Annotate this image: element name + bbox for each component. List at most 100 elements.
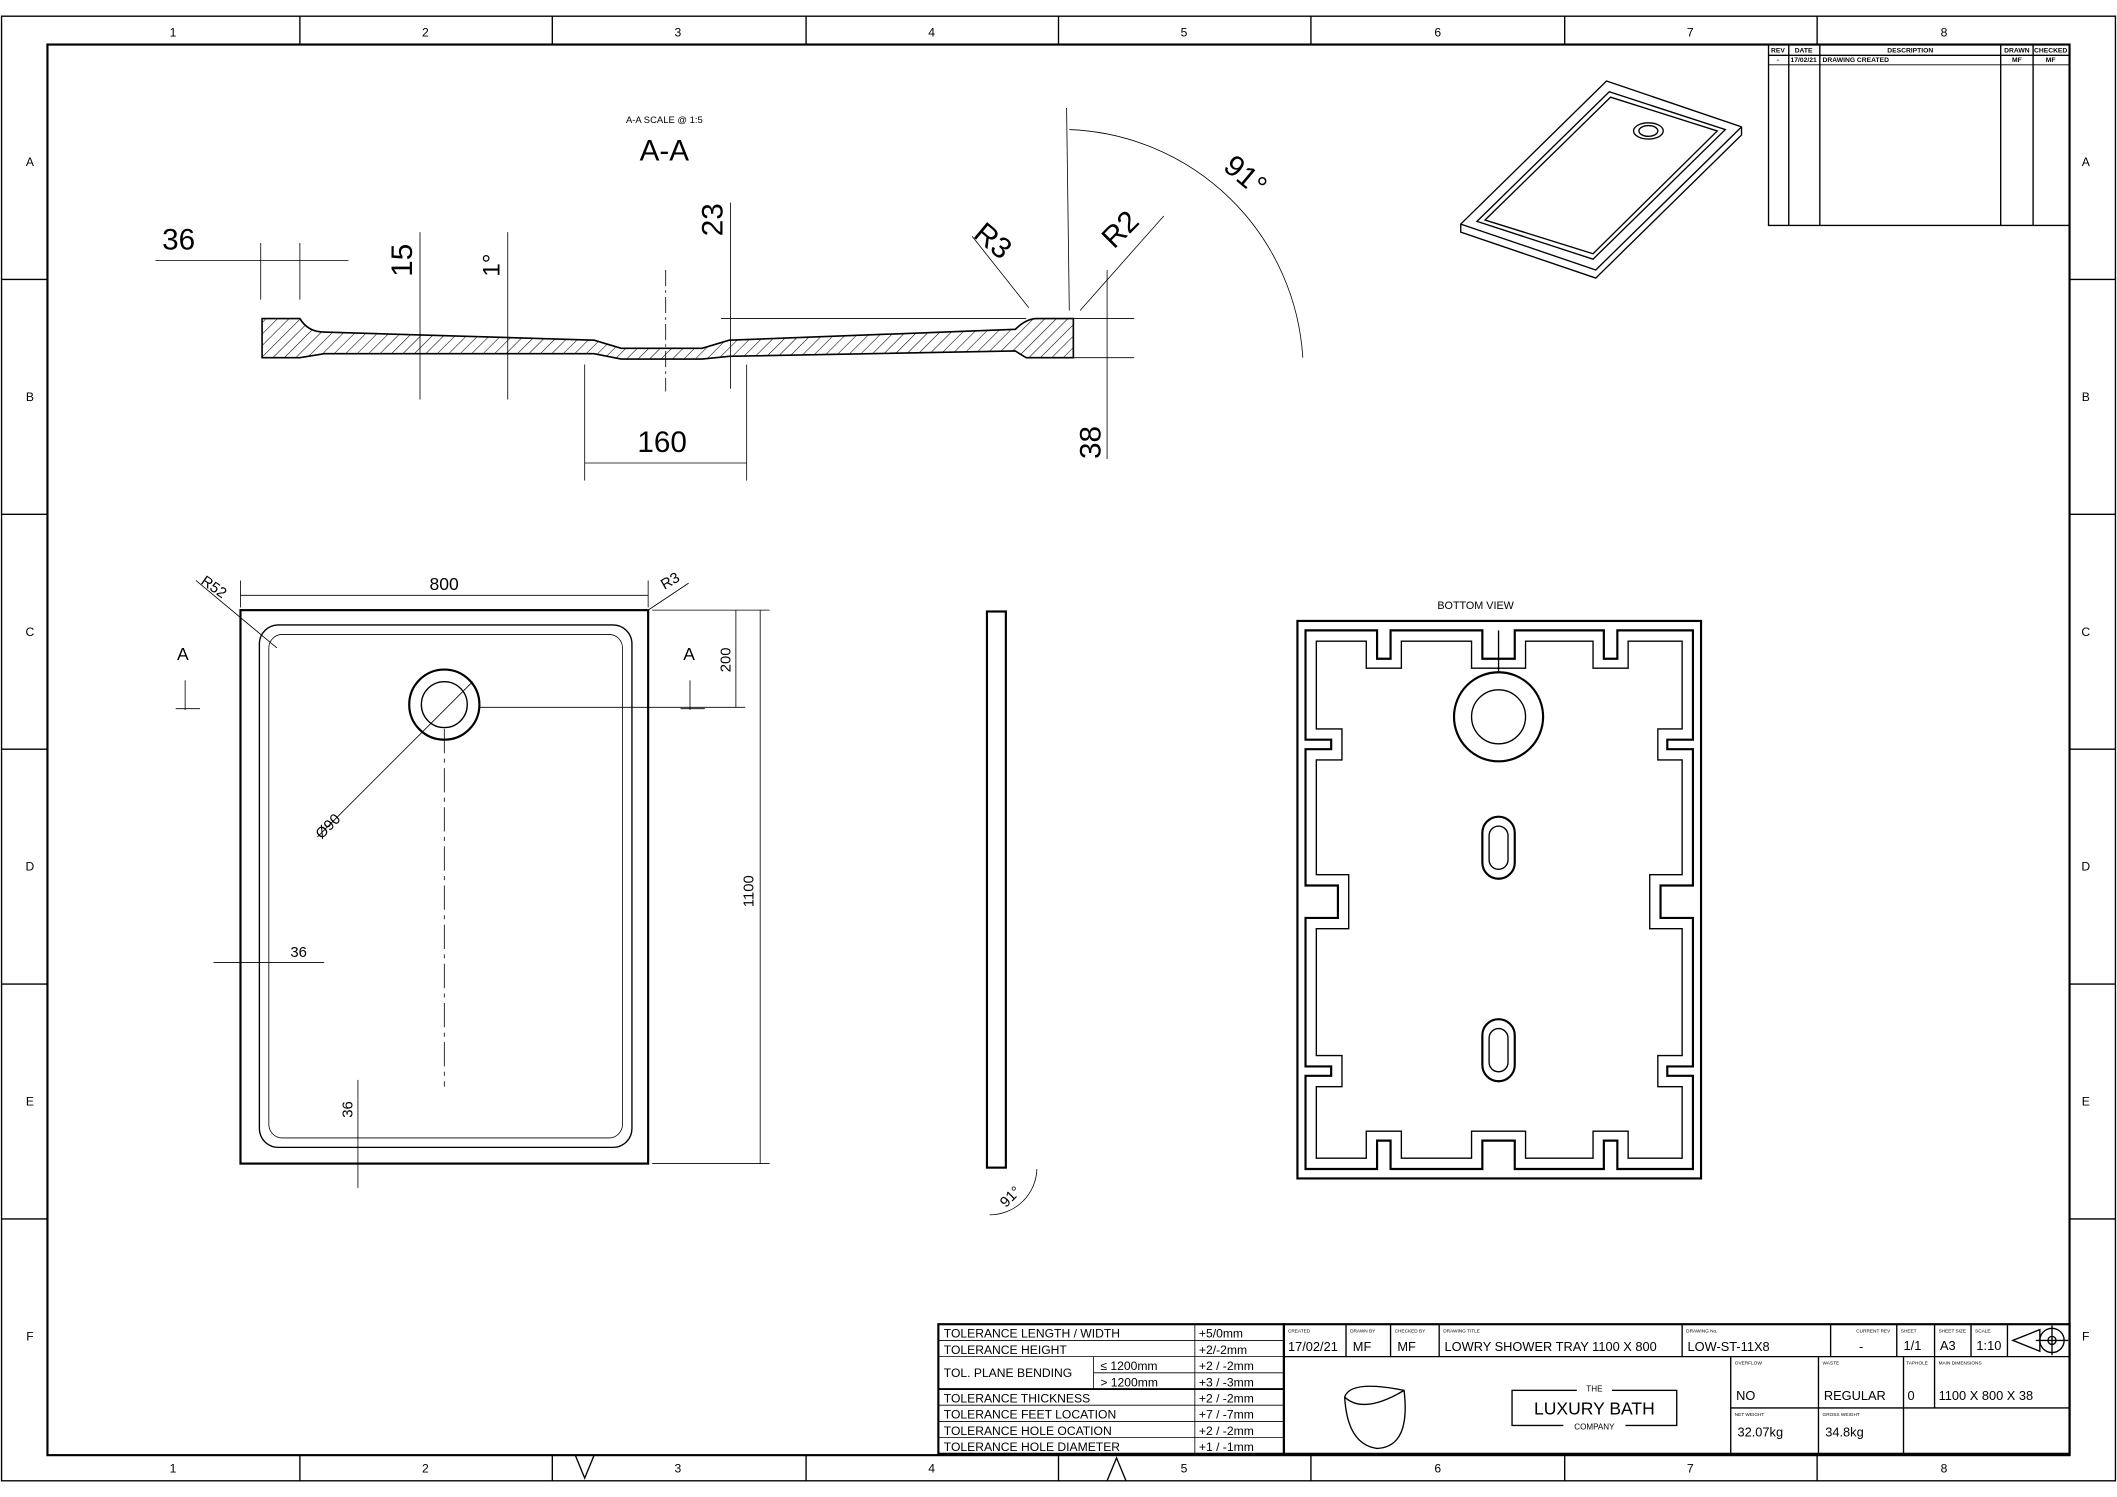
rev-drawn: MF <box>2012 57 2022 64</box>
row-label: A <box>2082 155 2091 169</box>
sheet-size-value: A3 <box>1940 1338 1956 1353</box>
drawing-title-value: LOWRY SHOWER TRAY 1100 X 800 <box>1445 1339 1657 1354</box>
row-label: D <box>2081 860 2090 874</box>
tolerance-label: TOLERANCE HEIGHT <box>944 1343 1068 1357</box>
taphole-label: TAPHOLE <box>1906 1361 1928 1367</box>
row-label: E <box>26 1095 34 1109</box>
side-angle-91: 91° <box>997 1184 1024 1211</box>
rev-header: REV <box>1771 48 1785 55</box>
column-label: 2 <box>422 1462 429 1476</box>
column-label: 1 <box>170 25 177 39</box>
tolerance-label: TOLERANCE FEET LOCATION <box>944 1408 1116 1422</box>
column-label: 7 <box>1687 1462 1694 1476</box>
section-marker-a-left: A <box>177 644 189 664</box>
overflow-label: OVERFLOW <box>1735 1361 1763 1367</box>
dim-160: 160 <box>637 426 687 459</box>
dim-800: 800 <box>429 574 459 594</box>
rev-description: DRAWING CREATED <box>1823 57 1890 64</box>
sheet-label: SHEET <box>1901 1328 1917 1334</box>
radius-r3: R3 <box>968 216 1018 266</box>
diameter-90: Ø90 <box>313 811 344 842</box>
tolerance-label: TOLERANCE LENGTH / WIDTH <box>944 1327 1120 1341</box>
gross-weight-value: 34.8kg <box>1825 1424 1863 1439</box>
tolerance-value: +7 / -7mm <box>1199 1408 1254 1422</box>
logo-name: LUXURY BATH <box>1534 1399 1655 1419</box>
current-rev-value: - <box>1859 1339 1863 1354</box>
row-label: B <box>26 390 34 404</box>
row-label: F <box>26 1329 33 1343</box>
waste-value: REGULAR <box>1824 1388 1886 1403</box>
current-rev-label: CURRENT REV <box>1856 1328 1891 1334</box>
overflow-value: NO <box>1736 1388 1755 1403</box>
row-label: A <box>26 155 35 169</box>
drawn-by-value: MF <box>1353 1339 1372 1354</box>
sheet-size-label: SHEET SIZE <box>1939 1328 1966 1334</box>
column-label: 4 <box>928 1462 935 1476</box>
column-label: 5 <box>1181 25 1188 39</box>
scale-value: 1:10 <box>1976 1338 2001 1353</box>
waste-label: WASTE <box>1823 1361 1840 1367</box>
dim-36-bottom: 36 <box>341 1101 357 1118</box>
title-block: CREATED DRAWN BY CHECKED BY DRAWING TITL… <box>1282 1323 2071 1455</box>
isometric-view <box>1460 80 1743 279</box>
bottom-view-label: BOTTOM VIEW <box>1437 600 1514 612</box>
tolerance-value: +1 / -1mm <box>1199 1440 1254 1454</box>
tolerance-value: +2 / -2mm <box>1199 1392 1254 1406</box>
tolerance-label: TOLERANCE HOLE OCATION <box>944 1424 1112 1438</box>
description-header: DESCRIPTION <box>1887 48 1933 55</box>
dim-15: 15 <box>386 244 419 277</box>
net-weight-label: NET WEIGHT <box>1735 1412 1765 1418</box>
plan-view: 800 R52 R3 A A 200 Ø90 1100 36 36 <box>175 570 770 1188</box>
dim-38: 38 <box>1074 426 1107 459</box>
drawn-header: DRAWN <box>2004 48 2030 55</box>
column-label: 6 <box>1434 1462 1441 1476</box>
main-dimensions-label: MAIN DIMENSIONS <box>1939 1361 1982 1367</box>
tolerance-value: +2 / -2mm <box>1199 1424 1254 1438</box>
row-label: F <box>2082 1329 2089 1343</box>
row-label: E <box>2082 1095 2090 1109</box>
projection-symbol-icon <box>2011 1325 2069 1356</box>
tolerance-condition: > 1200mm <box>1100 1375 1158 1389</box>
tolerance-label: TOLERANCE HOLE DIAMETER <box>944 1440 1121 1454</box>
bottom-view: BOTTOM VIEW <box>1296 600 1703 1180</box>
tolerance-label: TOLERANCE THICKNESS <box>944 1392 1090 1406</box>
column-label: 2 <box>422 25 429 39</box>
tray-logo-icon <box>1343 1385 1406 1450</box>
section-marker-a-right: A <box>683 644 695 664</box>
drawing-no-value: LOW-ST-11X8 <box>1688 1339 1770 1354</box>
company-logo: THE LUXURY BATH COMPANY <box>1511 1382 1678 1432</box>
drawing-no-label: DRAWING No. <box>1686 1328 1717 1334</box>
column-label: 8 <box>1941 25 1948 39</box>
date-header: DATE <box>1795 48 1813 55</box>
logo-the: THE <box>1586 1385 1603 1394</box>
dim-36: 36 <box>162 224 195 257</box>
scale-label: SCALE <box>1975 1328 1990 1334</box>
column-label: 3 <box>674 1462 681 1476</box>
tolerance-label: TOL. PLANE BENDING <box>944 1366 1072 1380</box>
column-label: 7 <box>1687 25 1694 39</box>
radius-r2: R2 <box>1095 205 1145 255</box>
section-title: A-A <box>640 135 690 168</box>
rev-date: 17/02/21 <box>1791 57 1817 64</box>
tolerance-value: +5/0mm <box>1199 1327 1243 1341</box>
side-view: 91° <box>985 610 1038 1216</box>
checked-by-value: MF <box>1397 1339 1416 1354</box>
tolerance-value: +2/-2mm <box>1199 1343 1247 1357</box>
created-value: 17/02/21 <box>1288 1339 1338 1354</box>
section-a-a: A-A SCALE @ 1:5 A-A 36 15 1° 23 160 38 R… <box>155 107 1304 481</box>
net-weight-value: 32.07kg <box>1737 1424 1783 1439</box>
rev-checked: MF <box>2046 57 2056 64</box>
tolerance-condition: ≤ 1200mm <box>1100 1359 1157 1373</box>
row-label: B <box>2082 390 2090 404</box>
column-label: 3 <box>674 25 681 39</box>
dim-1100: 1100 <box>741 875 757 907</box>
dim-36-side: 36 <box>290 945 307 961</box>
checked-header: CHECKED <box>2034 48 2067 55</box>
tolerance-value: +2 / -2mm <box>1199 1359 1254 1373</box>
row-label: D <box>26 860 35 874</box>
drawn-by-label: DRAWN BY <box>1350 1328 1376 1334</box>
logo-company: COMPANY <box>1574 1423 1615 1432</box>
radius-r52: R52 <box>198 573 229 602</box>
dim-23: 23 <box>696 203 729 236</box>
